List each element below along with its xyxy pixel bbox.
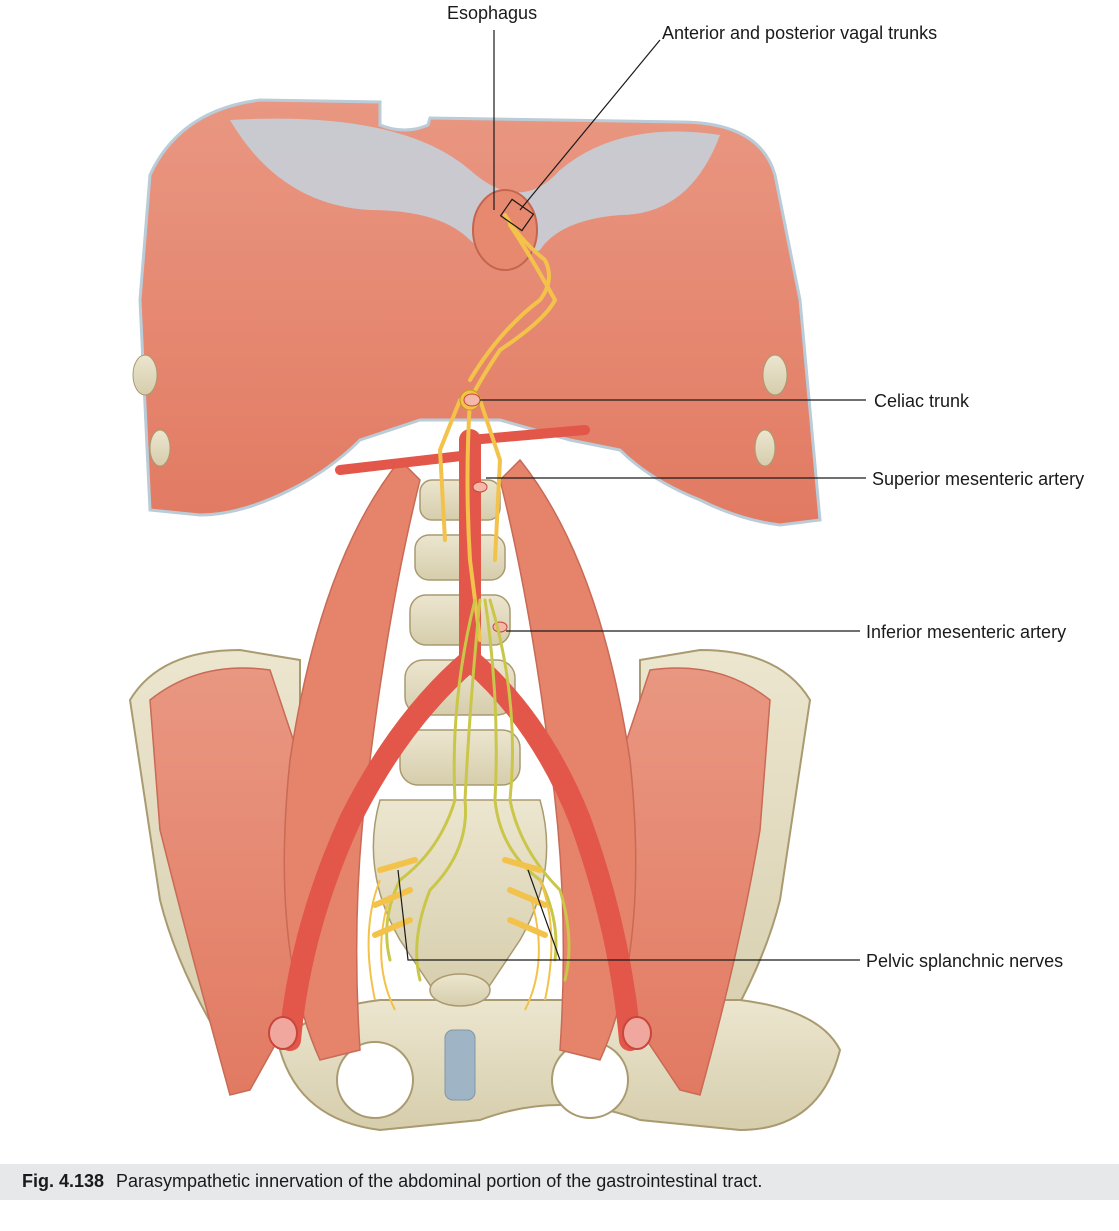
celiac-trunk-cut	[463, 393, 481, 407]
label-pelvic-splanchnic-nerves: Pelvic splanchnic nerves	[866, 951, 1064, 971]
caption-text: Parasympathetic innervation of the abdom…	[116, 1171, 763, 1191]
label-inferior-mesenteric-artery: Inferior mesenteric artery	[866, 622, 1067, 642]
left-external-iliac-cut	[622, 1016, 652, 1050]
figure-caption: Fig. 4.138 Parasympathetic innervation o…	[0, 1164, 1119, 1200]
superior-mesenteric-cut	[472, 481, 488, 493]
leader-lines	[397, 30, 866, 961]
rib-stumps	[132, 354, 788, 467]
right-external-iliac-cut	[268, 1016, 298, 1050]
vagal-nerves	[437, 213, 558, 642]
anatomy-illustration	[128, 30, 866, 1132]
diaphragm	[138, 98, 822, 527]
label-superior-mesenteric-artery: Superior mesenteric artery	[872, 469, 1085, 489]
label-esophagus: Esophagus	[447, 3, 538, 23]
caption-number: Fig. 4.138	[22, 1171, 105, 1191]
label-celiac-trunk: Celiac trunk	[874, 391, 970, 411]
iliacus-muscles	[149, 667, 771, 1096]
pelvic-nerves	[385, 598, 571, 982]
label-vagal-trunks: Anterior and posterior vagal trunks	[662, 23, 938, 43]
